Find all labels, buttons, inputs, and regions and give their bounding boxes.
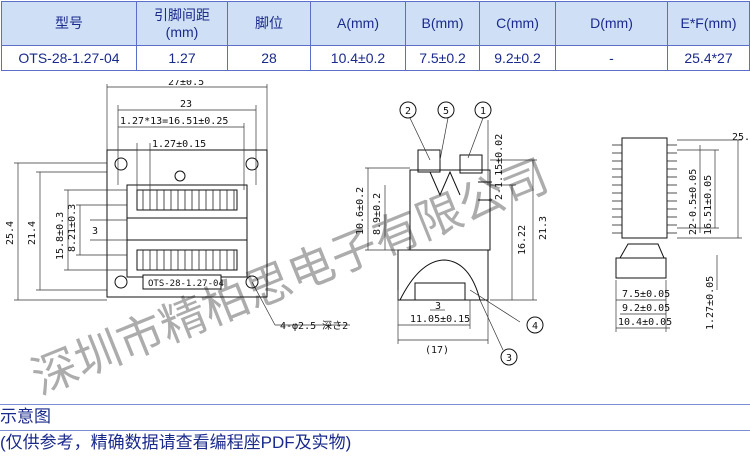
dim-15-8: 15.8±0.3 [55,212,66,260]
callout-2: 2 [405,106,411,117]
dim-2-1-15: 2-1.15±0.02 [494,134,505,200]
technical-drawing: 2 5 1 4 3 27±0.5 23 1.27*13=16.51±0.25 1… [5,80,750,404]
dim-1-27: 1.27±0.15 [152,139,206,150]
header-c: C(mm) [479,1,556,46]
dim-16-51: 1.27*13=16.51±0.25 [120,116,228,127]
header-pitch: 引脚间距 (mm) [136,1,228,46]
cell-pitch: 1.27 [136,45,228,71]
socket-top-view [106,149,268,298]
callout-1: 1 [480,106,486,117]
dim-chip-16-51: 16.51±0.05 [703,175,714,235]
dim-27: 27±0.5 [168,80,204,88]
cell-model: OTS-28-1.27-04 [1,45,137,71]
dim-holes: 4-φ2.5 深さ2 [280,320,348,332]
header-b: B(mm) [405,1,480,46]
header-pins: 脚位 [227,1,311,46]
dim-chip-22: 22-0.5±0.05 [688,169,699,235]
cell-c: 9.2±0.2 [479,45,556,71]
watermark: 深圳市精柏思电子有限公司 [24,148,556,404]
dim-25-4: 25.4 [5,221,16,245]
socket-label: OTS-28-1.27-04 [148,279,224,289]
cell-d: - [555,45,668,71]
spec-table: 型号 引脚间距 (mm) 脚位 A(mm) B(mm) C(mm) D(mm) … [1,1,750,71]
dim-chip-10-4: 10.4±0.05 [618,317,672,328]
dim-17: (17) [425,345,449,356]
header-d: D(mm) [555,1,668,46]
callout-5: 5 [443,106,449,117]
dim-chip-9-2: 9.2±0.05 [622,303,670,314]
dim-21-3: 21.3 [538,216,549,240]
dim-23: 23 [180,99,192,110]
table-row: OTS-28-1.27-04 1.27 28 10.4±0.2 7.5±0.2 … [1,45,750,71]
socket-side-view [397,149,492,301]
cell-exf: 25.4*27 [667,45,750,71]
dim-chip-25-4: 25.4±0.2 [732,132,750,143]
dim-chip-1-27: 1.27±0.05 [705,276,716,330]
dim-8-21: 8.21±0.3 [67,204,78,252]
cell-b: 7.5±0.2 [405,45,480,71]
callout-3: 3 [506,353,512,364]
dim-3-top: 3 [92,226,98,237]
drawing-caption: 示意图 [0,404,750,429]
disclaimer-text: (仅供参考，精确数据请查看编程座PDF及实物) [0,430,750,455]
dim-16-22: 16.22 [517,225,528,255]
cell-pins: 28 [227,45,311,71]
dim-11-05: 11.05±0.15 [410,314,470,325]
header-a: A(mm) [310,1,406,46]
table-header-row: 型号 引脚间距 (mm) 脚位 A(mm) B(mm) C(mm) D(mm) … [1,1,750,46]
header-model: 型号 [1,1,137,46]
dim-3-side: 3 [435,301,441,312]
dim-8-9: 8.9±0.2 [372,193,383,235]
cell-a: 10.4±0.2 [310,45,406,71]
ic-side-view [615,137,668,279]
header-exf: E*F(mm) [667,1,750,46]
callout-4: 4 [532,321,538,332]
dim-10-6: 10.6±0.2 [355,187,366,235]
dim-chip-7-5: 7.5±0.05 [622,289,670,300]
dim-21-4: 21.4 [27,221,38,245]
